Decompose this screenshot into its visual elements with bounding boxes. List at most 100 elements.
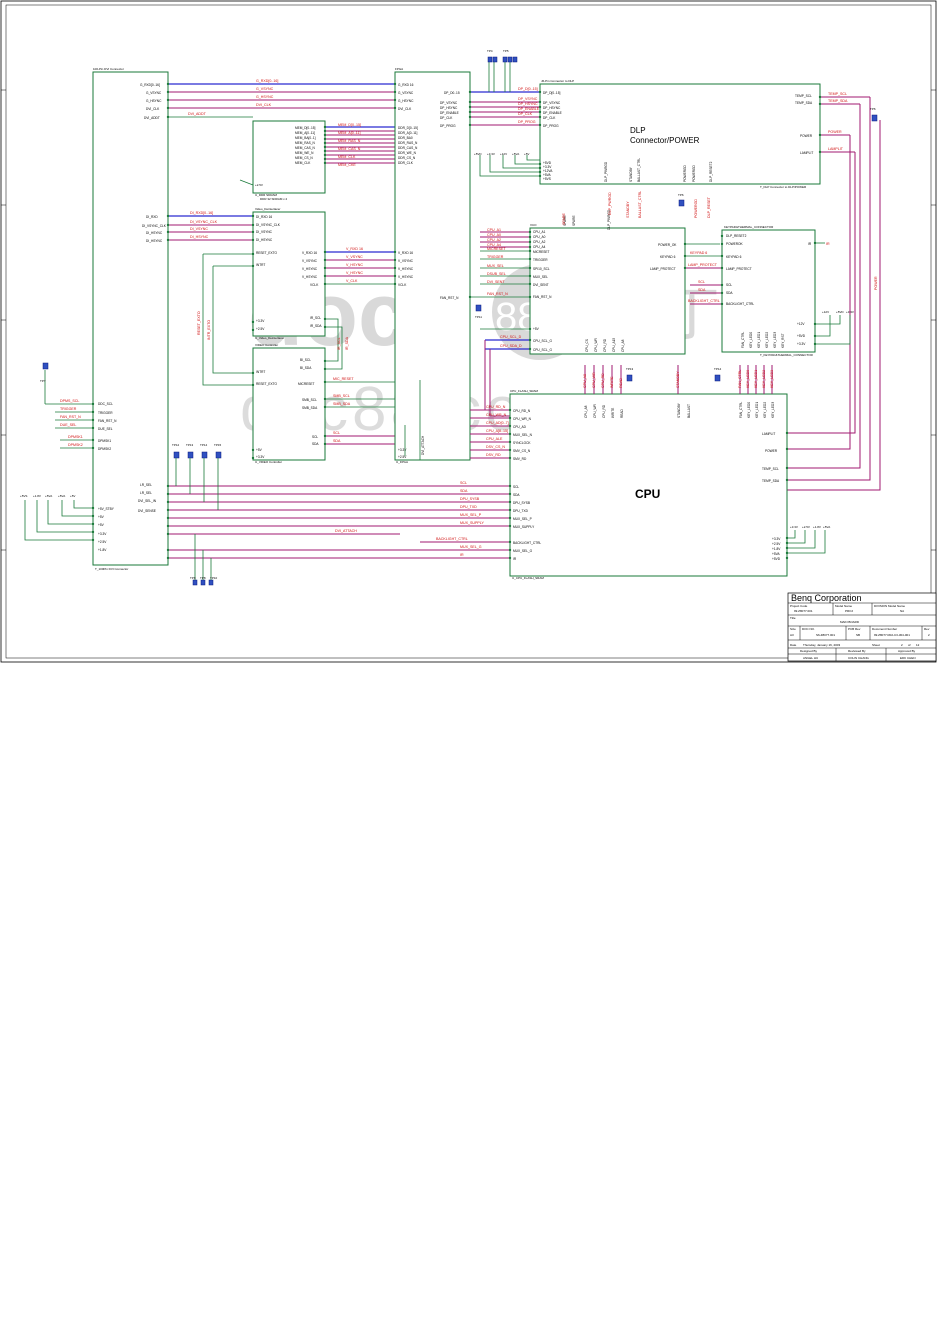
svg-text:V_CLK: V_CLK [346,279,358,283]
fpga-dlp-bus: DP_D[0..15] DP_VSYNC DP_HSYNC DP_ENABLE … [470,62,540,126]
title-title-label: Title [790,616,796,620]
svg-text:DSUB_SEL: DSUB_SEL [487,272,506,276]
svg-text:+5VS: +5VS [20,494,27,498]
dvi-pin-1: G_VSYNC [146,91,162,95]
title-model-label: Model Name [835,604,852,608]
svg-text:SMB_SCL: SMB_SCL [302,398,317,402]
svg-text:CPU_A0: CPU_A0 [533,235,546,239]
svg-text:TP6: TP6 [870,107,876,111]
long-nets: SCL SDA DPU_SYSB DPU_TXD MUX_SEL_P MUX_S… [168,380,510,559]
cpu-power-rails: +3.3V +2.5V +1.8V +5VA [787,525,830,554]
svg-text:IR_SDA: IR_SDA [345,336,349,350]
cpu-io-nets: CPU_A1 CPU_A0 CPU_A2 CPU_A4 MICRESET TRI… [470,191,722,417]
svg-text:FAN_CTRL: FAN_CTRL [741,331,745,348]
svg-text:DP_D[0..15]: DP_D[0..15] [518,87,538,91]
svg-text:DLP_PWRGD: DLP_PWRGD [604,161,608,182]
svg-text:CPU_RD: CPU_RD [602,404,606,418]
svg-text:KEYPAD 6: KEYPAD 6 [660,255,676,259]
svg-text:+5VA: +5VA [543,173,552,177]
svg-text:SCL: SCL [513,485,519,489]
svg-text:+3.3V: +3.3V [790,525,798,529]
svg-text:KEY_LED2: KEY_LED2 [763,402,767,418]
title-designer: ANGEL HU [803,656,818,660]
dvi-pin-17: +5V [98,523,105,527]
dvi-net-8: DI_HSYNC [190,235,209,239]
svg-text:SMB_SCL: SMB_SCL [333,394,350,398]
svg-text:SDA: SDA [726,291,733,295]
svg-text:TP5: TP5 [503,49,509,53]
keypad-top-label: KEYPAD&THERMAL_CONNECTOR [724,225,774,229]
svg-text:DPMSK2: DPMSK2 [68,443,83,447]
svg-text:DPU_SYSB: DPU_SYSB [460,497,480,501]
svg-text:INTR_EXTO: INTR_EXTO [207,320,211,340]
svg-text:CPU_SCL_D: CPU_SCL_D [500,335,522,339]
svg-text:V_HSYNC: V_HSYNC [302,267,318,271]
fpga-ref: U_FPGA [396,460,408,464]
svg-text:KEYPAD 6: KEYPAD 6 [690,251,707,255]
cpu-net-1: CPU_WR_N [486,413,507,417]
title-designer-label: Designed By [800,649,818,653]
svg-text:MUX_SEL_G: MUX_SEL_G [513,549,533,553]
dlp-right-nets: TEMP_SCL TEMP_SDA POWER LAMPLIT POWER [787,92,881,491]
svg-text:SDA: SDA [698,288,706,292]
dvi-pin-16: +5V [98,515,105,519]
svg-text:MUX_SEL_P: MUX_SEL_P [513,517,532,521]
svg-text:MEM_D[0..15]: MEM_D[0..15] [338,123,361,127]
svg-text:V_VSYNC: V_VSYNC [346,255,363,259]
svg-text:WRITE: WRITE [611,408,615,418]
svg-text:CPU_CS: CPU_CS [585,339,589,352]
dvi-net-5: DI_RXD[0..16] [190,211,213,215]
svg-text:DVI_ATTACH: DVI_ATTACH [335,529,357,533]
svg-text:CPU_A4: CPU_A4 [533,245,546,249]
svg-text:LAMPLIT: LAMPLIT [828,147,844,151]
svg-text:+5VD: +5VD [797,334,806,338]
svg-text:POWERGD: POWERGD [683,164,687,182]
svg-text:INTRT: INTRT [256,370,265,374]
svg-text:V_VSYNC: V_VSYNC [398,259,414,263]
svg-text:SDA: SDA [460,489,468,493]
svg-text:POWER: POWER [874,276,878,290]
svg-text:KEY_LED1: KEY_LED1 [754,370,758,388]
tp-label-13: TP13 [186,443,194,447]
tp-label-14: TP14 [200,443,208,447]
dvi-left-nets: DPMS_SCL TRIGGER FAN_RST_N DUE_SEL DPMSK… [20,370,93,541]
ddr-sdram-block: U_DDR SDRAM DDR 32 SDRAM x 2 MEM_D[0..15… [239,120,326,201]
svg-text:SDA: SDA [312,442,319,446]
svg-text:MUX_SUPPLY: MUX_SUPPLY [460,521,485,525]
svg-text:CPU_WR: CPU_WR [594,337,598,352]
dvi-connector-ref: T_100Pin DVI Connector [95,567,128,571]
svg-text:MICRESET: MICRESET [487,247,506,251]
video-ctrl-nets: MIC_RESET SMB_SCL SMB_SDA SCL SDA RESET_… [197,253,395,445]
cpu-title: CPU [635,487,660,501]
svg-text:+5V: +5V [256,448,263,452]
svg-text:DP_HSYNC: DP_HSYNC [518,102,538,106]
svg-text:DLP_RESET: DLP_RESET [707,196,711,218]
svg-text:SPI10_SCL: SPI10_SCL [533,267,550,271]
svg-text:KEY_RST: KEY_RST [781,333,785,348]
cpu-net-0: CPU_RD_N [486,405,506,409]
dvi-net-3: DVI_CLK [256,103,272,107]
svg-text:V_VSYNC: V_VSYNC [302,259,318,263]
title-sheet-label: Sheet [872,643,880,647]
fpga-block: FPGA U_FPGA G_RXD 16 G_VSYNC G_HSYNC DVI… [394,67,471,464]
svg-text:IR_SCL: IR_SCL [337,337,341,350]
dvi-connector-top-label: 100-Pin DVI Connector [93,67,124,71]
svg-text:+5VS: +5VS [543,177,551,181]
svg-text:DPU_TXD: DPU_TXD [460,505,477,509]
svg-text:CPU_RD_N: CPU_RD_N [513,409,531,413]
title-reviewer: COLIN CHANG [848,656,870,660]
svg-text:DSV_RD: DSV_RD [486,453,501,457]
svg-text:+3.3V: +3.3V [256,319,265,323]
svg-text:CPU_A4: CPU_A4 [487,243,501,247]
dvi-net-6: DI_VSYNC_CLK [190,220,218,224]
svg-text:SCL: SCL [333,431,340,435]
svg-text:V_HSYNC: V_HSYNC [398,267,414,271]
title-pcb: SB [856,633,860,637]
svg-text:KEY_LED3: KEY_LED3 [773,332,777,348]
title-company: Benq Corporation [791,593,862,603]
title-approver-label: Approved By [898,649,916,653]
svg-text:POWEROK: POWEROK [726,242,744,246]
dvi-pin-8: DI_HSYNC [146,239,163,243]
svg-text:+3.3V: +3.3V [797,342,806,346]
svg-text:TEMP_SDA: TEMP_SDA [828,99,848,103]
